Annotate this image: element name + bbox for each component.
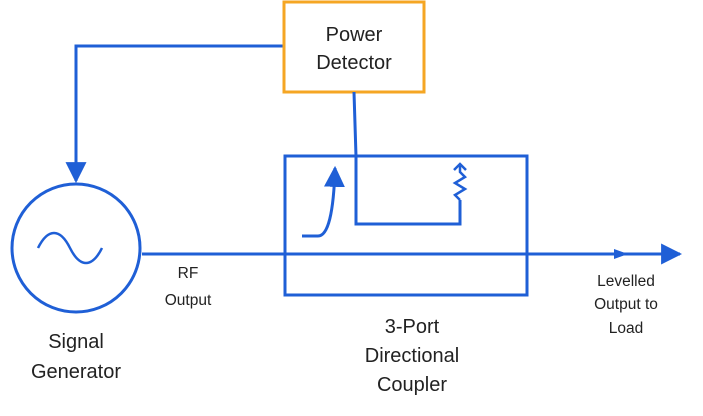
rf-output-label-1: RF <box>178 265 199 282</box>
signal-generator-label-1: Signal <box>48 331 104 353</box>
signal-generator-label-2: Generator <box>31 361 121 383</box>
rf-output-label-2: Output <box>165 292 212 309</box>
detector-sense-wire <box>352 91 358 157</box>
output-arrow-head-inner <box>614 249 628 259</box>
coupled-port-arrow <box>302 165 345 238</box>
power-detector-label-2: Detector <box>316 52 392 74</box>
coupled-line <box>354 156 462 226</box>
levelled-output-label-2: Output to <box>594 296 658 313</box>
sine-wave-icon <box>36 231 104 265</box>
power-detector-label-1: Power <box>326 24 383 46</box>
coupler-label-1: 3-Port <box>385 316 440 338</box>
coupler-label-2: Directional <box>365 345 459 367</box>
coupler-label-3: Coupler <box>377 374 447 396</box>
directional-coupler-box <box>283 154 529 297</box>
signal-generator-circle <box>10 182 142 314</box>
levelled-output-label-1: Levelled <box>597 273 655 290</box>
resistor-icon <box>452 166 468 201</box>
levelled-output-label-3: Load <box>609 320 643 337</box>
resistor-top-hook <box>453 162 467 171</box>
power-detector-box <box>282 0 426 94</box>
feedback-wire <box>65 44 284 184</box>
